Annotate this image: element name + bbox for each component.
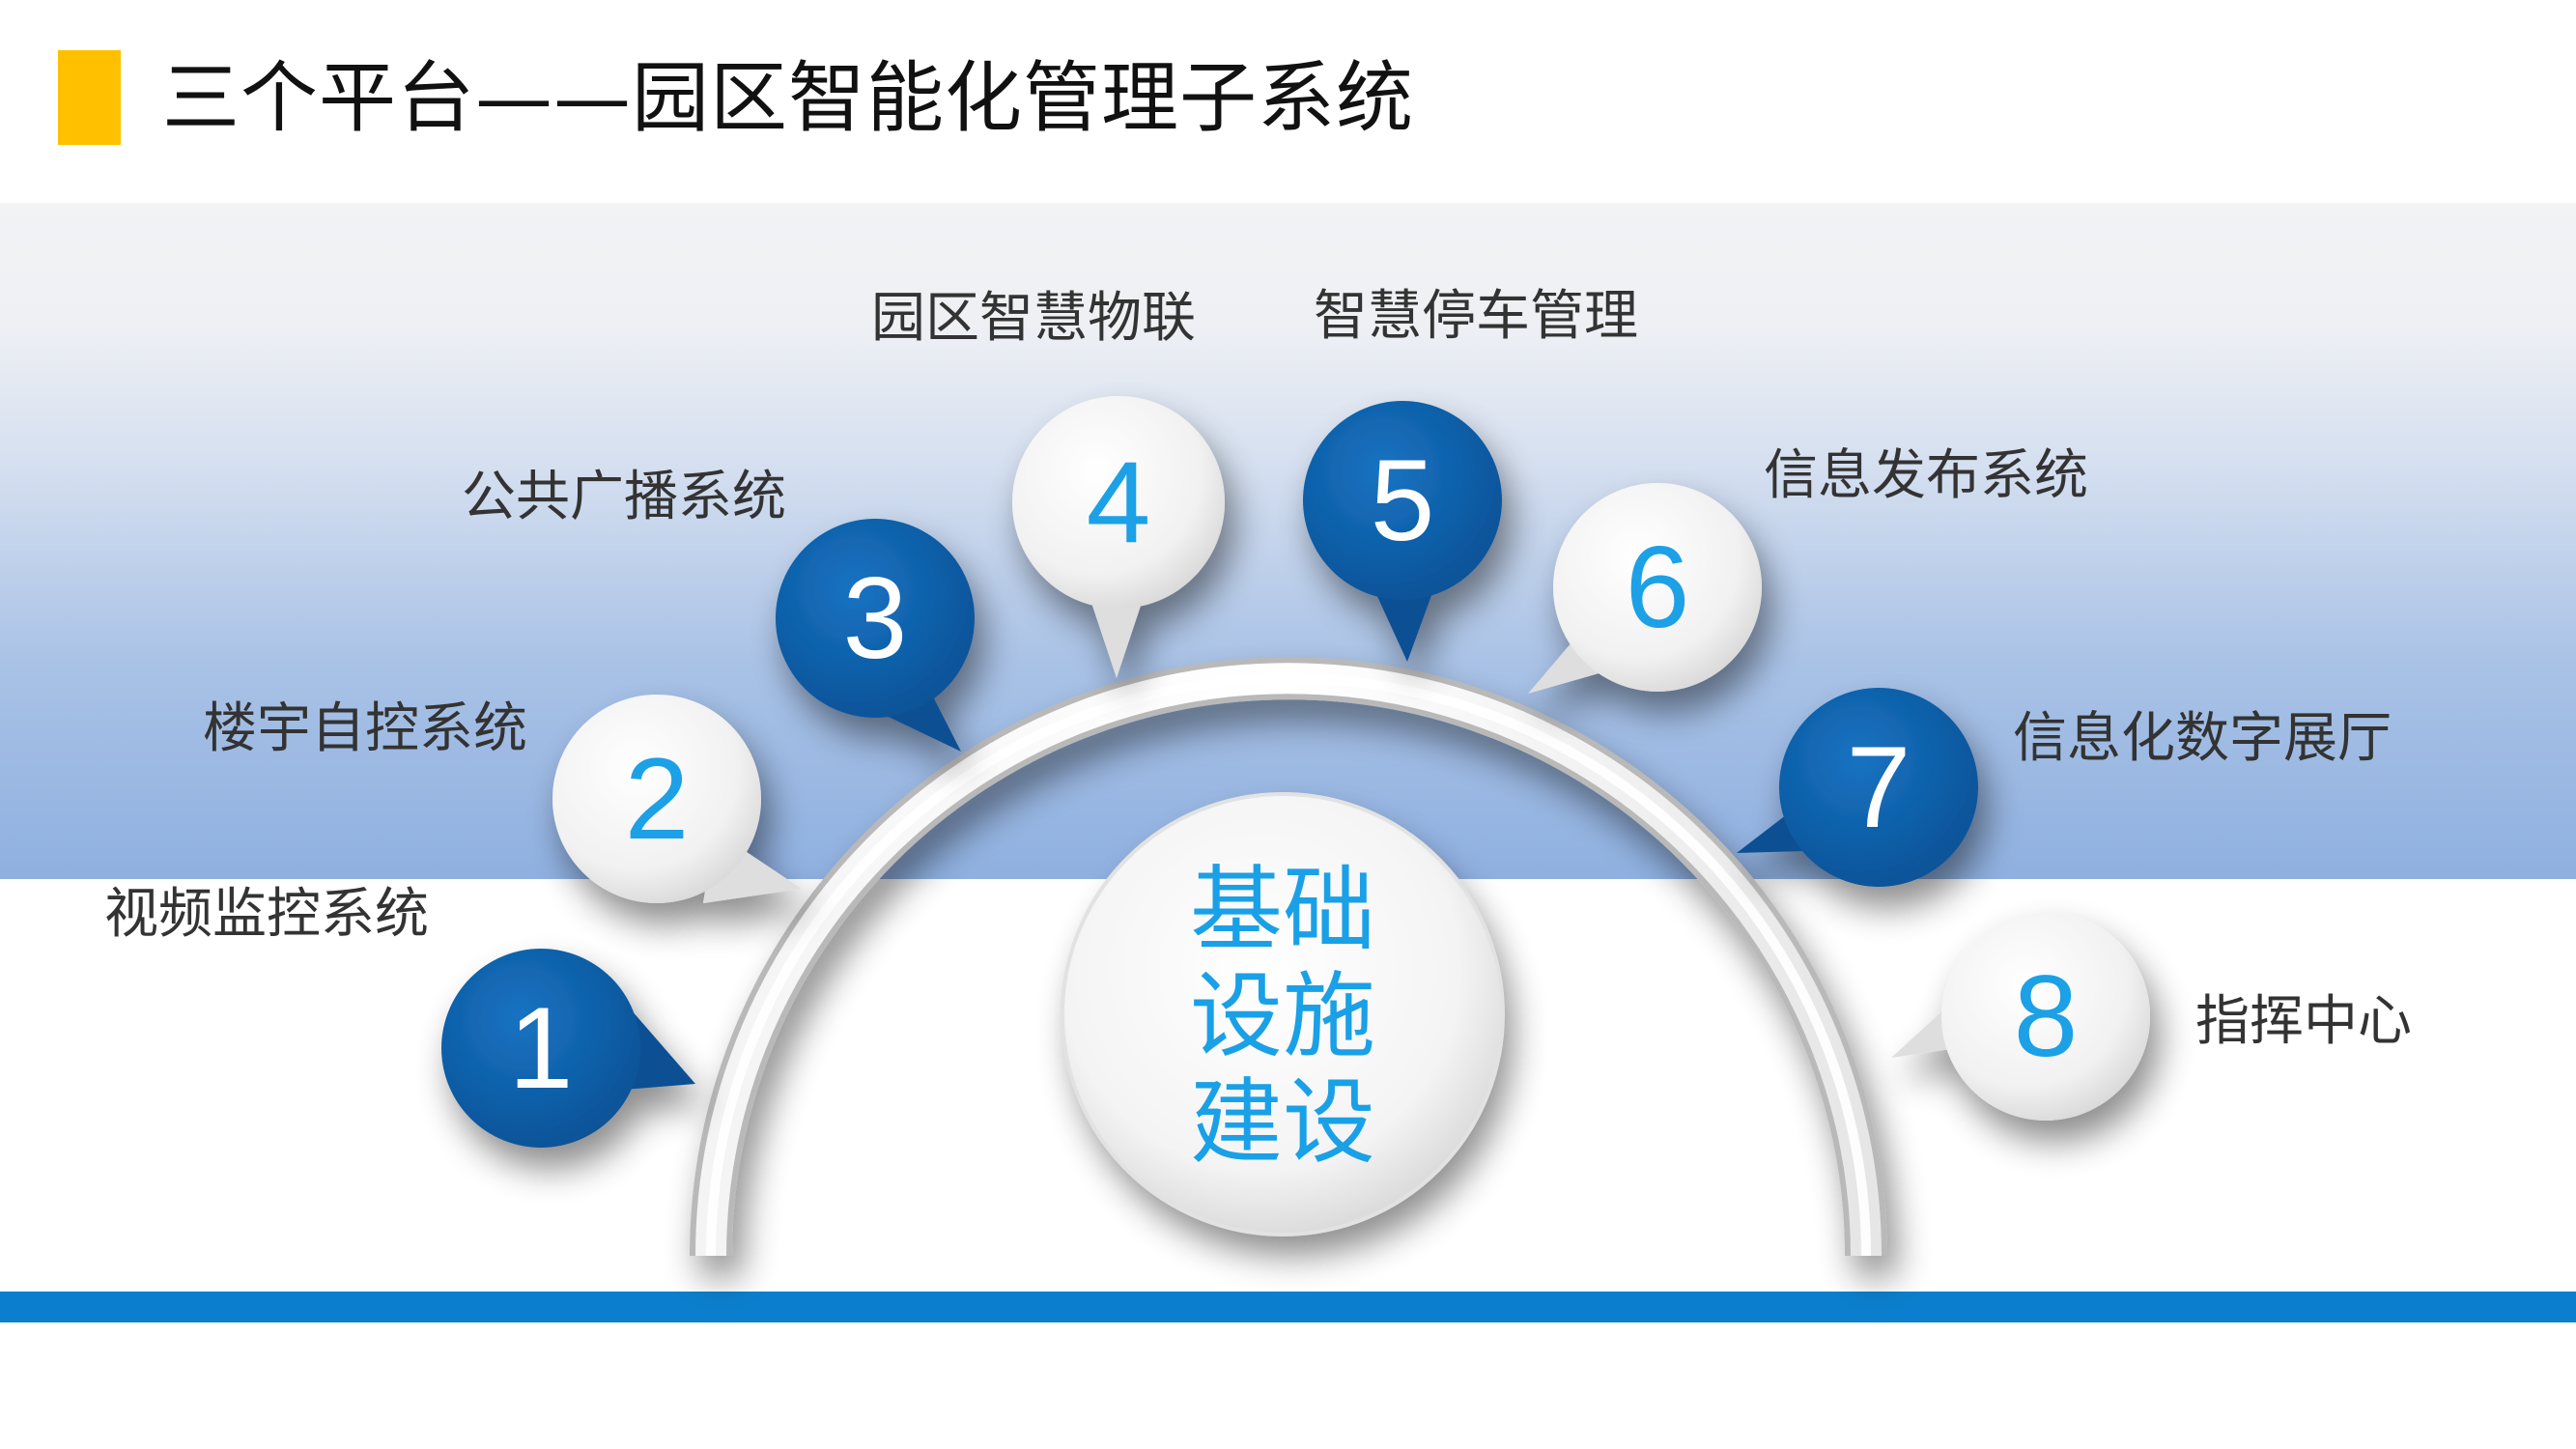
label-2: 楼宇自控系统 [203,697,527,760]
bubble-6-number: 6 [1626,523,1690,652]
bubble-1: 1 [441,949,695,1148]
label-5: 智慧停车管理 [1314,285,1638,348]
label-1: 视频监控系统 [104,883,429,946]
label-4: 园区智慧物联 [871,287,1196,350]
bubble-3-number: 3 [843,554,908,683]
label-3: 公共广播系统 [462,466,786,528]
bubble-1-number: 1 [509,983,574,1113]
background-band [0,203,2576,879]
center-circle: 基础 设施 建设 [1061,792,1505,1236]
bubble-3: 3 [776,519,975,752]
page-title: 三个平台——园区智能化管理子系统 [162,53,1414,143]
bubble-2: 2 [552,695,802,903]
center-text-line1: 基础 [1190,856,1375,964]
bottom-divider [0,1292,2576,1322]
bubble-5-number: 5 [1371,436,1435,565]
bubble-4-number: 4 [1087,438,1151,567]
label-6: 信息发布系统 [1764,444,2088,507]
label-7: 信息化数字展厅 [2013,707,2392,770]
label-8: 指挥中心 [2195,990,2412,1053]
center-text-line3: 建设 [1190,1068,1375,1177]
bubble-8-number: 8 [2014,952,2079,1081]
bubble-7-number: 7 [1847,723,1911,852]
center-text-line2: 设施 [1190,962,1375,1070]
semicircle-arc [690,657,1887,1257]
bubble-6: 6 [1528,483,1762,694]
bubble-2-number: 2 [625,734,690,864]
bubble-4: 4 [1012,396,1225,678]
title-accent-bar [58,50,121,145]
bubble-8: 8 [1891,912,2150,1121]
bubble-5: 5 [1303,401,1502,662]
bubble-7: 7 [1737,688,1978,887]
